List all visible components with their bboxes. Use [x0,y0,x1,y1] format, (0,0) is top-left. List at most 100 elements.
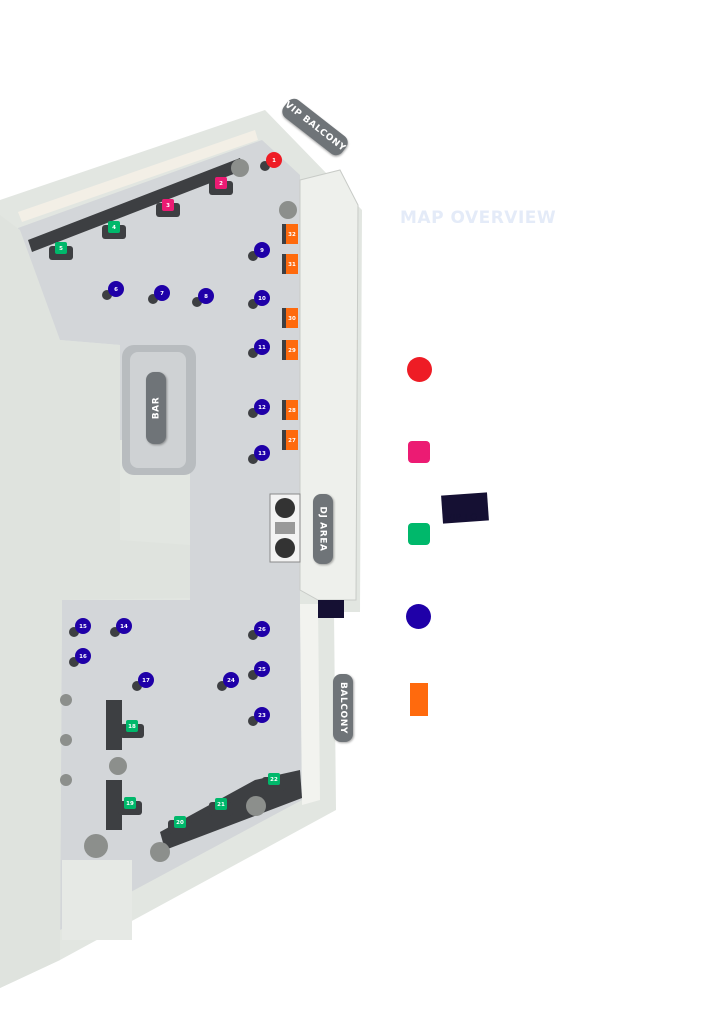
table-12[interactable]: 12 [248,399,270,418]
table-marker-24[interactable] [223,672,239,688]
table-29[interactable]: 29 [282,340,298,360]
table-marker-18[interactable] [126,720,138,732]
table-number-4: 4 [112,225,116,231]
table-number-18: 18 [128,724,136,730]
table-14[interactable]: 14 [110,618,132,637]
table-number-3: 3 [166,203,170,209]
table-marker-3[interactable] [162,199,174,211]
table-marker-23[interactable] [254,707,270,723]
dj-booth [269,493,301,563]
legend-red-circle [407,357,432,382]
table-number-25: 25 [258,667,266,673]
table-number-30: 30 [288,316,296,322]
table-number-2: 2 [219,181,223,187]
table-28[interactable]: 28 [282,400,298,420]
map-title: MAP OVERVIEW [400,208,557,228]
table-marker-1[interactable] [266,152,282,168]
table-number-28: 28 [288,408,296,414]
table-marker-32[interactable] [286,224,298,244]
table-number-10: 10 [258,296,266,302]
table-marker-30[interactable] [286,308,298,328]
table-marker-10[interactable] [254,290,270,306]
floor-lower [60,600,302,930]
table-marker-17[interactable] [138,672,154,688]
table-number-22: 22 [270,777,278,783]
lower-left-pillar [62,860,132,940]
table-marker-8[interactable] [198,288,214,304]
table-6[interactable]: 6 [102,281,124,300]
table-26[interactable]: 26 [248,621,270,640]
table-number-7: 7 [160,291,164,297]
table-number-11: 11 [258,345,266,351]
table-16[interactable]: 16 [69,648,91,667]
table-marker-13[interactable] [254,445,270,461]
table-number-15: 15 [79,624,87,630]
table-marker-20[interactable] [174,816,186,828]
dj-area-label: DJ AREA [318,506,329,552]
table-19[interactable]: 19 [118,797,142,815]
table-24[interactable]: 24 [217,672,239,691]
table-number-19: 19 [126,801,134,807]
table-marker-22[interactable] [268,773,280,785]
table-marker-6[interactable] [108,281,124,297]
table-marker-14[interactable] [116,618,132,634]
table-marker-15[interactable] [75,618,91,634]
table-30[interactable]: 30 [282,308,298,328]
table-marker-2[interactable] [215,177,227,189]
table-marker-9[interactable] [254,242,270,258]
table-17[interactable]: 17 [132,672,154,691]
table-27[interactable]: 27 [282,430,298,450]
table-number-17: 17 [142,678,150,684]
table-number-26: 26 [258,627,266,633]
table-1[interactable]: 1 [260,152,282,171]
legend-orange-bar [410,683,428,716]
table-number-27: 27 [288,438,296,444]
table-15[interactable]: 15 [69,618,91,637]
table-20[interactable]: 20 [168,816,192,834]
table-marker-11[interactable] [254,339,270,355]
table-4[interactable]: 4 [102,221,126,239]
right-window-frame [299,169,359,601]
table-marker-28[interactable] [286,400,298,420]
table-marker-5[interactable] [55,242,67,254]
legend-green-square [408,523,430,545]
table-marker-21[interactable] [215,798,227,810]
table-marker-25[interactable] [254,661,270,677]
table-marker-7[interactable] [154,285,170,301]
table-31[interactable]: 31 [282,254,298,274]
plants [60,159,297,862]
table-25[interactable]: 25 [248,661,270,680]
table-18[interactable]: 18 [120,720,144,738]
bar-tag: BAR [146,372,166,444]
table-marker-19[interactable] [124,797,136,809]
table-marker-12[interactable] [254,399,270,415]
table-21[interactable]: 21 [209,798,233,816]
table-8[interactable]: 8 [192,288,214,307]
table-9[interactable]: 9 [248,242,270,261]
table-13[interactable]: 13 [248,445,270,464]
table-22[interactable]: 22 [262,773,286,791]
table-marker-26[interactable] [254,621,270,637]
table-marker-31[interactable] [286,254,298,274]
table-number-14: 14 [120,624,128,630]
top-windows [18,130,258,222]
table-23[interactable]: 23 [248,707,270,726]
dark-block-small [318,600,344,618]
table-number-16: 16 [79,654,87,660]
table-32[interactable]: 32 [282,224,298,244]
table-2[interactable]: 2 [209,177,233,195]
table-10[interactable]: 10 [248,290,270,309]
table-marker-4[interactable] [108,221,120,233]
table-number-9: 9 [260,248,264,254]
table-number-20: 20 [176,820,184,826]
table-marker-27[interactable] [286,430,298,450]
table-number-6: 6 [114,287,118,293]
table-number-24: 24 [227,678,235,684]
table-7[interactable]: 7 [148,285,170,304]
table-5[interactable]: 5 [49,242,73,260]
table-marker-16[interactable] [75,648,91,664]
lower-balcony-rail [300,604,320,805]
table-3[interactable]: 3 [156,199,180,217]
table-11[interactable]: 11 [248,339,270,358]
table-marker-29[interactable] [286,340,298,360]
